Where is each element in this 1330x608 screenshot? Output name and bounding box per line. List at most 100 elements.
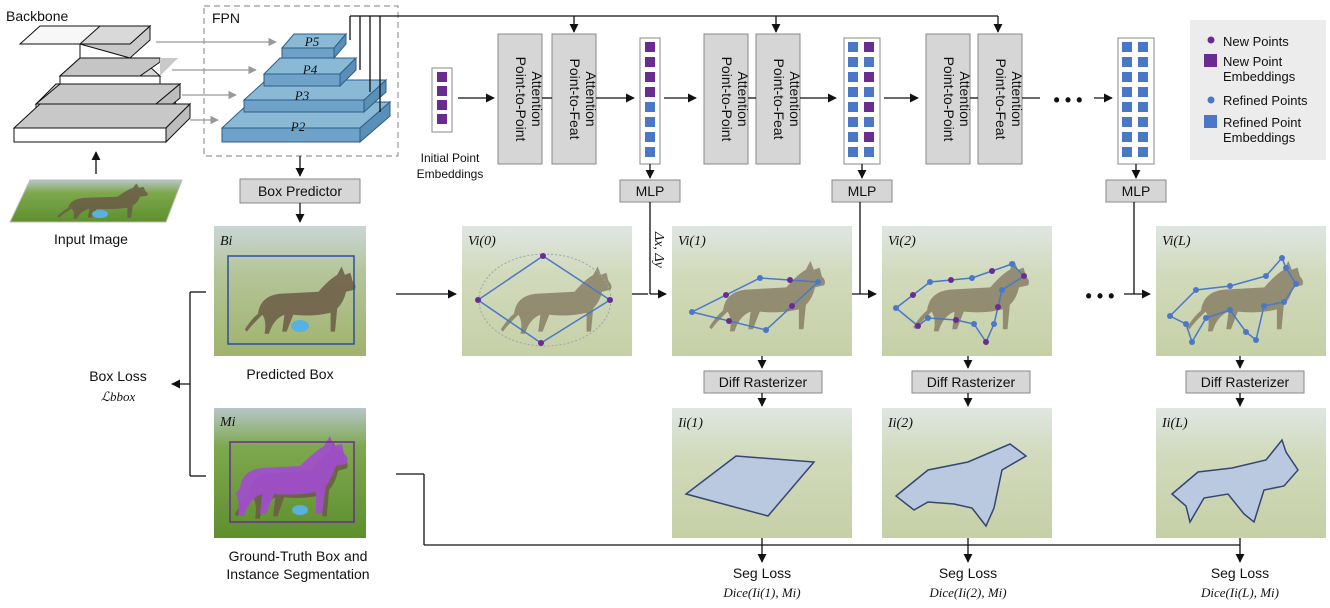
seg-loss-l-formula: Dice(Ii(L), Mi) <box>1200 585 1279 600</box>
refined-point <box>1227 307 1233 313</box>
final-embedding-cell <box>1138 117 1148 127</box>
final-mlp-label: MLP <box>1122 183 1151 199</box>
legend-new-point-marker <box>1207 36 1215 44</box>
diff-rasterizer-l <box>1185 370 1305 394</box>
stage2-p2f-line2: Attention <box>787 71 803 126</box>
legend-refined-emb-line1: Refined Point <box>1223 115 1301 130</box>
stage2-embedding-cell <box>864 147 874 157</box>
fpn-layers <box>220 32 392 144</box>
input-image-label: Input Image <box>54 231 128 247</box>
fpn-feature-lines <box>349 15 1003 112</box>
legend-refined-emb-marker <box>1204 115 1217 128</box>
stage2-p2p-line1: Point-to-Point <box>719 57 735 142</box>
stage2-embedding-cell <box>848 87 858 97</box>
new-point <box>995 304 1001 310</box>
ground-truth-image <box>214 408 366 538</box>
stage2-embedding-cell <box>848 147 858 157</box>
initial-embeddings-label-line1: Initial Point <box>421 151 480 165</box>
stage1-p2p-line2: Attention <box>529 71 545 126</box>
diff-rasterizer-l-label: Diff Rasterizer <box>1201 374 1290 390</box>
stage2-p2p-line2: Attention <box>735 71 751 126</box>
final-embedding-cell <box>1122 87 1132 97</box>
refined-point <box>1281 299 1287 305</box>
diff-rasterizer-1-label: Diff Rasterizer <box>719 374 808 390</box>
refined-point <box>1261 303 1267 309</box>
legend-new-emb-marker <box>1204 54 1217 67</box>
refined-point <box>1009 261 1015 267</box>
refined-point <box>757 275 763 281</box>
diff-rasterizer-2 <box>911 370 1031 394</box>
stage2-embedding-cell <box>848 57 858 67</box>
legend-new-emb-line2: Embeddings <box>1223 69 1296 84</box>
mi-label: Mi <box>219 415 236 430</box>
stage2-embedding-cell <box>848 42 858 52</box>
final-mlp <box>1105 179 1167 203</box>
new-point <box>1021 273 1027 279</box>
stage2-embeddings <box>843 37 881 165</box>
bi-label: Bi <box>220 234 233 249</box>
final-embedding-cell <box>1122 102 1132 112</box>
predicted-box-label: Predicted Box <box>246 366 333 382</box>
stage2-embedding-cell <box>848 117 858 127</box>
v0-image <box>462 226 632 356</box>
box-predictor-label: Box Predictor <box>258 183 342 199</box>
box-predictor <box>239 178 361 204</box>
input-image <box>9 179 183 223</box>
stage2-embedding-cell <box>864 117 874 127</box>
final-embedding-cell <box>1122 57 1132 67</box>
refined-point <box>1203 315 1209 321</box>
final-embeddings <box>1117 37 1155 165</box>
fpn-level-p3: P3 <box>294 88 310 103</box>
stage3-p2f-line2: Attention <box>1009 71 1025 126</box>
vl-image <box>1156 226 1326 356</box>
new-point <box>948 277 954 283</box>
new-point <box>726 318 732 324</box>
ellipsis-top: • • • <box>1054 90 1083 110</box>
refined-point <box>925 315 931 321</box>
final-embedding-cell <box>1138 87 1148 97</box>
i1-image <box>672 408 852 538</box>
refined-point <box>1193 287 1199 293</box>
new-point <box>910 292 916 298</box>
stage2-embedding-cell <box>848 132 858 142</box>
delta-label: Δx, Δy <box>651 231 666 269</box>
seg-loss-1-formula: Dice(Ii(1), Mi) <box>722 585 800 600</box>
fpn-level-p4: P4 <box>302 62 318 77</box>
final-embedding-cell <box>1138 42 1148 52</box>
stage2-attention: Point-to-Point Attention Point-to-Feat A… <box>703 33 803 165</box>
refined-point <box>1253 337 1259 343</box>
refined-point <box>1243 329 1249 335</box>
new-point <box>953 317 959 323</box>
legend-new-emb-line1: New Point <box>1223 54 1283 69</box>
refined-point <box>927 279 933 285</box>
v0-label: Vi(0) <box>468 234 496 249</box>
fpn-container <box>203 5 399 157</box>
stage2-p2f-line1: Point-to-Feat <box>771 59 787 140</box>
new-point <box>983 339 989 345</box>
refined-point <box>815 279 821 285</box>
vl-label: Vi(L) <box>1162 234 1191 249</box>
box-loss-formula: ℒbbox <box>101 389 136 404</box>
refined-point <box>1283 265 1289 271</box>
refined-point <box>893 305 899 311</box>
stage1-embeddings <box>639 37 661 165</box>
legend-refined-points: Refined Points <box>1223 93 1308 108</box>
refined-point <box>1183 321 1189 327</box>
v1-image <box>672 226 852 356</box>
diff-rasterizer-2-label: Diff Rasterizer <box>927 374 1016 390</box>
backbone-pyramid <box>12 24 192 144</box>
stage2-mlp-label: MLP <box>848 183 877 199</box>
final-embedding-cell <box>1122 147 1132 157</box>
final-embedding-cell <box>1138 57 1148 67</box>
new-point <box>989 268 995 274</box>
backbone-label: Backbone <box>6 8 68 24</box>
stage2-embedding-cell <box>864 42 874 52</box>
predicted-box-image <box>214 226 366 356</box>
refined-point <box>999 287 1005 293</box>
stage2-embedding-cell <box>864 87 874 97</box>
initial-point-embeddings <box>431 67 453 133</box>
stage3-p2p-line2: Attention <box>957 71 973 126</box>
fpn-level-p5: P5 <box>304 34 320 49</box>
refined-point <box>969 275 975 281</box>
